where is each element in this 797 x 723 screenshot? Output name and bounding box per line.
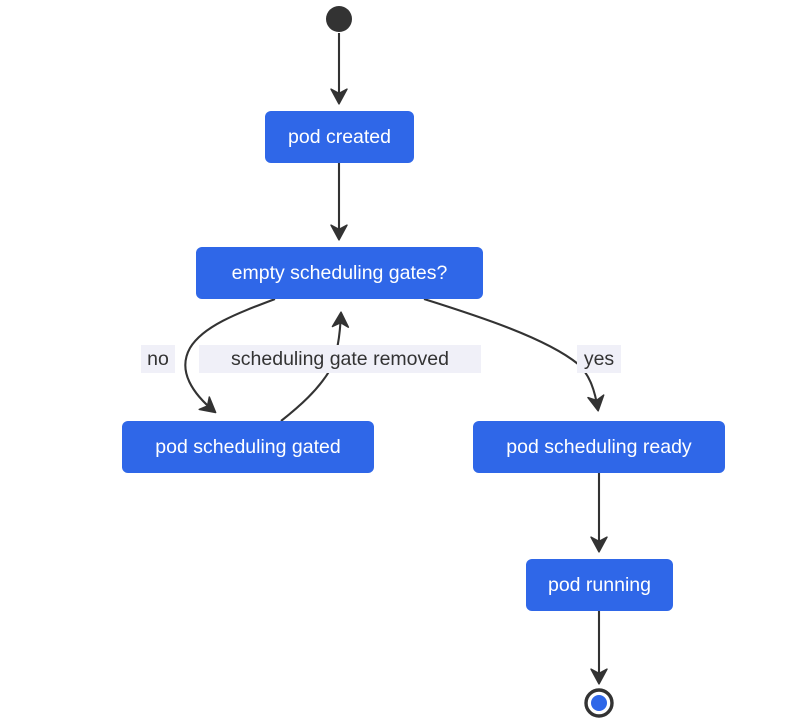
- edge-label-no-background: [141, 345, 175, 373]
- state-node-pod-scheduling-ready[interactable]: pod scheduling ready: [473, 421, 725, 473]
- state-node-pod-running-label: pod running: [548, 574, 651, 596]
- edge-empty-scheduling-gates-to-pod-scheduling-gated: [184, 298, 276, 414]
- edge-layer: [184, 33, 608, 685]
- state-node-pod-running[interactable]: pod running: [526, 559, 673, 611]
- state-node-pod-scheduling-gated[interactable]: pod scheduling gated: [122, 421, 374, 473]
- end-state-node-core: [591, 695, 607, 711]
- node-layer: pod created empty scheduling gates? pod …: [122, 6, 725, 718]
- state-node-pod-scheduling-gated-box[interactable]: [122, 421, 374, 473]
- edge-label-no: no: [141, 345, 175, 373]
- state-node-pod-running-box[interactable]: [526, 559, 673, 611]
- state-node-pod-scheduling-gated-label: pod scheduling gated: [155, 436, 340, 458]
- state-node-pod-created-box[interactable]: [265, 111, 414, 163]
- edge-label-scheduling-gate-removed-text: scheduling gate removed: [231, 348, 449, 370]
- edge-label-scheduling-gate-removed: scheduling gate removed: [199, 345, 481, 373]
- state-node-pod-created[interactable]: pod created: [265, 111, 414, 163]
- state-node-pod-scheduling-ready-label: pod scheduling ready: [506, 436, 692, 458]
- edge-label-yes: yes: [577, 345, 621, 373]
- state-node-pod-created-label: pod created: [288, 126, 391, 148]
- end-state-node[interactable]: [584, 688, 614, 718]
- edge-label-scheduling-gate-removed-background: [199, 345, 481, 373]
- edge-label-yes-background: [577, 345, 621, 373]
- edge-label-layer: no scheduling gate removed yes: [141, 345, 621, 373]
- start-state-node[interactable]: [326, 6, 352, 32]
- state-node-empty-scheduling-gates[interactable]: empty scheduling gates?: [196, 247, 483, 299]
- state-node-empty-scheduling-gates-label: empty scheduling gates?: [232, 262, 448, 284]
- edge-label-yes-text: yes: [584, 348, 615, 370]
- edge-empty-scheduling-gates-to-pod-scheduling-ready: [423, 297, 605, 412]
- edge-label-no-text: no: [147, 348, 169, 370]
- state-node-empty-scheduling-gates-box[interactable]: [196, 247, 483, 299]
- state-node-pod-scheduling-ready-box[interactable]: [473, 421, 725, 473]
- end-state-node-ring: [584, 688, 614, 718]
